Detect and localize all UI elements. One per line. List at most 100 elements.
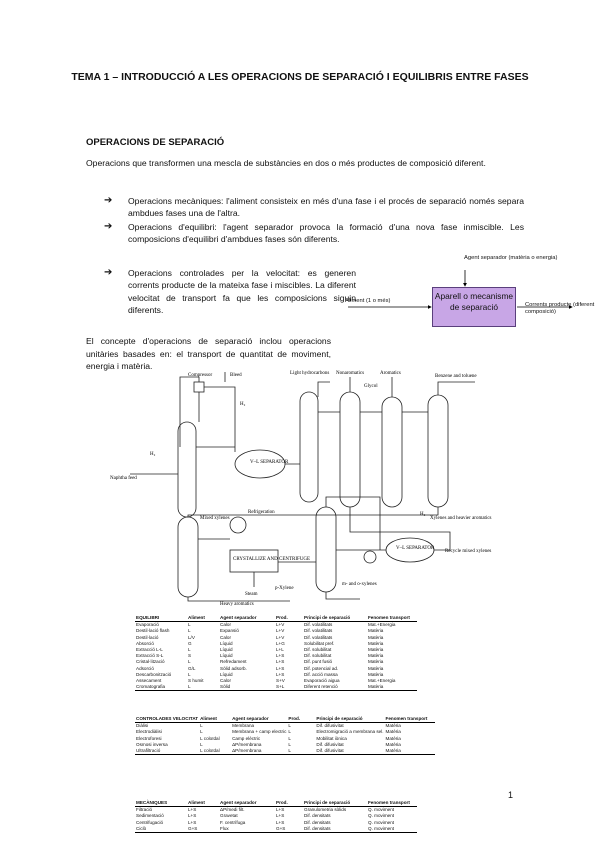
table-cell: Dif. difusivitat <box>315 748 385 756</box>
table-header-cell: Fenomen transport <box>367 615 417 623</box>
table-cell: Gravetat <box>220 813 238 819</box>
table-cell: Dif. difusivitat <box>316 741 344 747</box>
table-cell: Cromatografia <box>135 684 187 692</box>
table-cell: Dif. solubilitat <box>304 647 332 653</box>
table-cell: S+L <box>275 684 303 692</box>
pfd-label: Aromatics <box>380 371 401 376</box>
table-cell: Dif. volatilitats <box>304 634 333 640</box>
table-cell: Extracció S-L <box>136 653 164 659</box>
pfd-label: Compressor <box>188 373 213 378</box>
pfd-label: Heavy aromatics <box>220 602 254 607</box>
pfd-label: Glycol <box>364 384 378 389</box>
table-cell: Matèria <box>368 659 384 665</box>
table-cell: L <box>288 735 291 741</box>
isomerization-column <box>315 506 337 593</box>
table-header-cell: Aliment <box>187 800 219 808</box>
table-cell: Filtració <box>136 807 153 813</box>
table-cell: Extracció L-L <box>136 647 163 653</box>
bullet-text: Operacions d'equilibri: l'agent separado… <box>128 222 524 245</box>
table-cell: Dif. densitats <box>303 825 367 833</box>
table-cell: L+S <box>188 819 197 825</box>
table-cell: Mat.+Energia <box>368 678 396 684</box>
table-cell: Q. moviment <box>368 807 395 813</box>
table-cell: Ultrafiltració <box>135 748 200 756</box>
regenerator-column <box>381 396 403 508</box>
pfd-label: V–L SEPARATOR <box>250 460 289 465</box>
table-cell: Dif. densitats <box>304 813 331 819</box>
arrow-icon: ➔ <box>104 195 113 206</box>
table-cell: L <box>288 741 291 747</box>
intro-paragraph: Operacions que transformen una mescla de… <box>86 158 486 168</box>
bullet-equilibrium: ➔ Operacions d'equilibri: l'agent separa… <box>104 221 524 261</box>
table-cell: Q. moviment <box>368 813 395 819</box>
table-cell: Dif. volatilitats <box>304 628 333 634</box>
table-cell: L+S <box>276 653 285 659</box>
pfd-label: Xylenes and heavier aromatics <box>430 516 492 521</box>
page-title: TEMA 1 – INTRODUCCIÓ A LES OPERACIONS DE… <box>71 71 529 83</box>
table-cell: Absorció <box>136 640 154 646</box>
table-cell: Destil·lació flash <box>136 628 170 634</box>
table-cell: Líquid <box>220 671 233 677</box>
table-cell: Calor <box>220 622 231 628</box>
table-cell: Expansió <box>220 628 239 634</box>
extraction-column <box>339 391 361 508</box>
pfd-label: Steam <box>245 592 258 597</box>
table-cell: Evaporació aigua <box>304 678 340 684</box>
table-cell: Matèria <box>368 653 384 659</box>
table-cell: L+S <box>276 659 285 665</box>
table-cell: Descarbonització <box>136 671 172 677</box>
table-header-cell: Aliment <box>199 716 232 724</box>
table-cell: G <box>188 640 192 646</box>
table-cell: Ciclò <box>135 825 187 833</box>
table-cell: L <box>288 729 291 735</box>
table-cell: Camp elèctric <box>232 735 261 741</box>
table-cell: Dif. potencial ad. <box>304 665 339 671</box>
table-header-cell: Principi de separació <box>303 615 367 623</box>
table-header-cell: Fenomen transport <box>384 716 435 724</box>
bullet-text: Operacions mecàniques: l'aliment consist… <box>128 196 524 219</box>
table-cell: Calor <box>220 634 231 640</box>
table-header-cell: Prod. <box>275 615 303 623</box>
table-cell: Assecament <box>136 678 162 684</box>
table-row: Descarbonització L Líquid L+S Dif. acció mas… <box>135 672 417 678</box>
table-cell: Centrifugació <box>136 819 164 825</box>
table-header-cell: Prod. <box>287 716 316 724</box>
table-cell: L <box>200 723 203 729</box>
table-cell: L <box>188 671 191 677</box>
table-cell: L coloïdal <box>200 735 220 741</box>
table-cell: L+S <box>276 813 285 819</box>
table-cell: L <box>200 729 203 735</box>
table-cell: Dif. volatilitats <box>304 622 333 628</box>
table-cell: Membrana + camp electric <box>232 729 287 735</box>
table-cell: L+S <box>276 671 285 677</box>
table-cell: Granulometria sòlids <box>304 807 347 813</box>
table-cell: Q. moviment <box>368 819 395 825</box>
table-cell: L <box>188 628 191 634</box>
table-cell: Dif. densitats <box>304 819 331 825</box>
table-cell: L <box>200 741 203 747</box>
pfd-label: Nonaromatics <box>336 371 364 376</box>
paragraph-concept-part: El concepte d'operacions de separació in… <box>86 335 331 373</box>
table-cell: L <box>187 684 219 692</box>
heater <box>363 550 377 564</box>
table-cell: Dif. acció massa <box>304 671 338 677</box>
table-cell: S humit <box>188 678 204 684</box>
table-cell: G+S <box>187 825 219 833</box>
products-label: Corrents producte (diferent composició) <box>525 302 595 315</box>
table-cell: F. centrífuga <box>220 819 246 825</box>
table-header-cell: Prod. <box>275 800 303 808</box>
table-cell: Electromigració a membrana sel. <box>316 729 384 735</box>
table-cell: Líquid <box>220 640 233 646</box>
table-cell: L+S <box>188 813 197 819</box>
pfd-label: Light hydrocarbons <box>290 371 329 376</box>
pfd-label: Benzene and toluene <box>435 374 477 379</box>
